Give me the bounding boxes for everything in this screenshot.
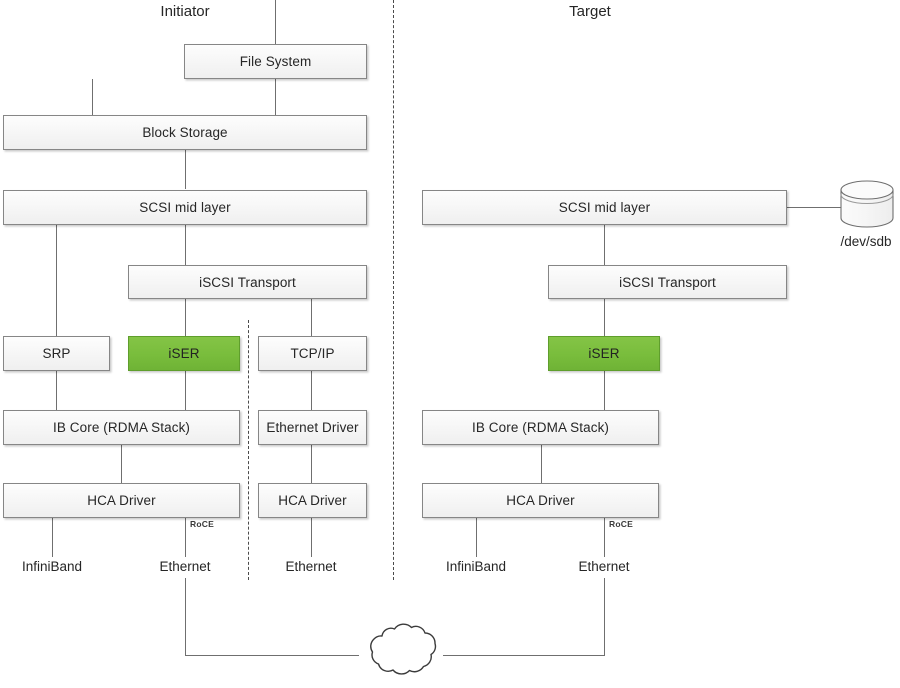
node-file-system-label: File System bbox=[239, 54, 312, 69]
line-iscsitransport-tcpip bbox=[311, 298, 312, 336]
node-block-storage-label: Block Storage bbox=[142, 125, 228, 140]
line-initiator-ethernet-to-cloud bbox=[185, 578, 186, 656]
node-file-system[interactable]: File System bbox=[184, 44, 367, 79]
wire-label-initiator-ethernet-tcp: Ethernet bbox=[285, 559, 337, 574]
wire-label-initiator-ethernet-roce: Ethernet bbox=[159, 559, 211, 574]
node-target-ib-core[interactable]: IB Core (RDMA Stack) bbox=[422, 410, 659, 445]
node-ethernet-driver[interactable]: Ethernet Driver bbox=[258, 410, 367, 445]
wire-label-target-ethernet: Ethernet bbox=[578, 559, 630, 574]
node-initiator-ib-core[interactable]: IB Core (RDMA Stack) bbox=[3, 410, 240, 445]
cylinder-disk-icon bbox=[838, 180, 896, 228]
node-target-scsi-mid-layer-label: SCSI mid layer bbox=[558, 200, 651, 215]
wire-label-target-infiniband: InfiniBand bbox=[445, 559, 507, 574]
line-iscsitransport-iser bbox=[185, 298, 186, 336]
heading-target: Target bbox=[569, 3, 611, 20]
node-ethernet-driver-label: Ethernet Driver bbox=[266, 420, 359, 435]
node-target-ib-core-label: IB Core (RDMA Stack) bbox=[471, 420, 610, 435]
annotation-roce-target: RoCE bbox=[609, 519, 633, 529]
node-initiator-hca-driver-label: HCA Driver bbox=[87, 493, 156, 508]
node-target-iscsi-transport-label: iSCSI Transport bbox=[619, 274, 716, 290]
node-tcp-ip-label: TCP/IP bbox=[290, 346, 335, 361]
line-ethernetdriver-hcadriver bbox=[311, 444, 312, 483]
node-initiator-scsi-mid-layer[interactable]: SCSI mid layer bbox=[3, 190, 367, 225]
node-target-iser-label: iSER bbox=[588, 346, 620, 361]
line-target-iscsitransport-iser bbox=[604, 298, 605, 336]
line-stub-blockstorage-left bbox=[92, 79, 93, 115]
node-initiator-iser[interactable]: iSER bbox=[128, 336, 240, 371]
line-target-ethernet-to-cloud bbox=[604, 578, 605, 656]
line-scsi-iscsitransport bbox=[185, 225, 186, 265]
line-srp-ibcore bbox=[56, 370, 57, 410]
node-target-iscsi-transport[interactable]: iSCSI Transport bbox=[548, 265, 787, 299]
cloud-icon bbox=[352, 613, 450, 688]
heading-initiator: Initiator bbox=[160, 3, 210, 20]
node-block-storage[interactable]: Block Storage bbox=[3, 115, 367, 150]
node-initiator-scsi-mid-layer-label: SCSI mid layer bbox=[139, 200, 231, 215]
line-top-stub-filesystem bbox=[275, 0, 276, 44]
line-target-ibcore-hcadriver bbox=[541, 444, 542, 483]
line-filesystem-blockstorage bbox=[275, 79, 276, 115]
node-tcp-ip[interactable]: TCP/IP bbox=[258, 336, 367, 371]
node-target-scsi-mid-layer[interactable]: SCSI mid layer bbox=[422, 190, 787, 225]
node-srp[interactable]: SRP bbox=[3, 336, 110, 371]
line-tcpip-ethernetdriver bbox=[311, 370, 312, 410]
node-target-iser[interactable]: iSER bbox=[548, 336, 660, 371]
divider-initiator-target bbox=[393, 0, 394, 580]
annotation-roce-initiator: RoCE bbox=[190, 519, 214, 529]
line-ibcore-hcadriver bbox=[121, 444, 122, 483]
line-target-hcadriver-infiniband bbox=[476, 517, 477, 557]
line-target-scsi-disk bbox=[787, 207, 841, 208]
node-initiator-hca-driver-ethernet-label: HCA Driver bbox=[278, 493, 347, 508]
node-target-hca-driver[interactable]: HCA Driver bbox=[422, 483, 659, 518]
line-scsi-srp bbox=[56, 225, 57, 336]
divider-rdma-tcp bbox=[248, 320, 249, 580]
line-target-scsi-iscsitransport bbox=[604, 225, 605, 265]
line-hcadriver-ethernet-roce bbox=[185, 517, 186, 557]
node-initiator-hca-driver[interactable]: HCA Driver bbox=[3, 483, 240, 518]
line-target-iser-ibcore bbox=[604, 370, 605, 410]
wire-label-initiator-infiniband: InfiniBand bbox=[21, 559, 83, 574]
node-initiator-ib-core-label: IB Core (RDMA Stack) bbox=[52, 420, 191, 435]
node-initiator-hca-driver-ethernet[interactable]: HCA Driver bbox=[258, 483, 367, 518]
line-hcadriver-infiniband bbox=[52, 517, 53, 557]
disk-device-label: /dev/sdb bbox=[840, 234, 892, 249]
node-initiator-iscsi-transport-label: iSCSI Transport bbox=[199, 274, 296, 290]
node-initiator-iscsi-transport[interactable]: iSCSI Transport bbox=[128, 265, 367, 299]
line-bus-left-to-cloud bbox=[185, 655, 359, 656]
line-iser-ibcore bbox=[185, 370, 186, 410]
line-blockstorage-scsi bbox=[185, 150, 186, 189]
node-target-hca-driver-label: HCA Driver bbox=[506, 493, 575, 508]
node-srp-label: SRP bbox=[42, 346, 71, 361]
line-bus-cloud-to-right bbox=[443, 655, 605, 656]
line-target-hcadriver-ethernet bbox=[604, 517, 605, 557]
node-initiator-iser-label: iSER bbox=[168, 346, 200, 361]
line-hcadrivereth-ethernet bbox=[311, 517, 312, 557]
